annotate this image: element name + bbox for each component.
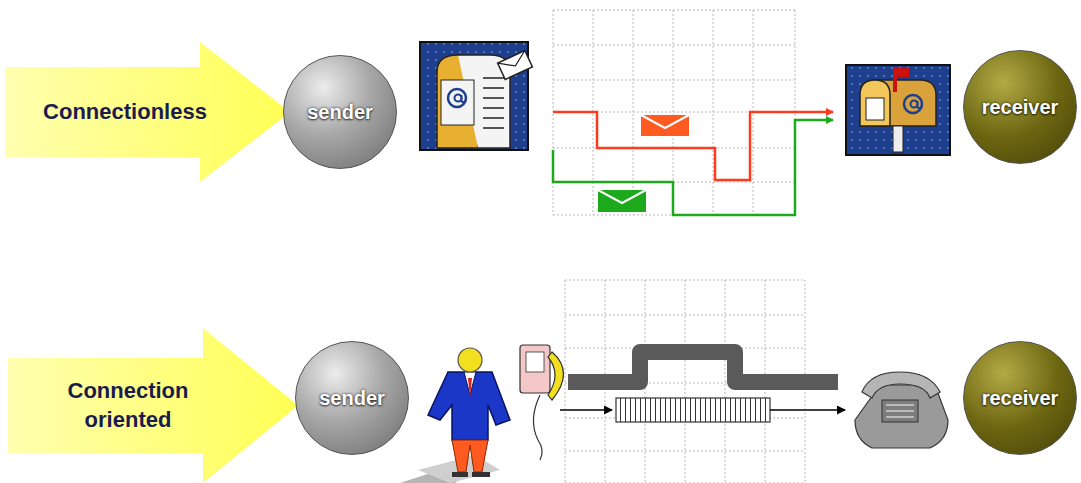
receiver-circle: receiver — [963, 341, 1077, 455]
packet-route — [553, 120, 833, 215]
circle-label: sender — [307, 101, 373, 124]
envelope-icon — [598, 190, 646, 212]
arrow-label-box: Connection oriented — [8, 358, 248, 453]
circle-label: sender — [319, 387, 385, 410]
packet-route — [553, 112, 833, 180]
stream-line — [770, 409, 845, 411]
arrow-label-box: Connectionless — [5, 67, 245, 157]
circuit-bar — [568, 352, 838, 382]
data-stream — [616, 398, 770, 422]
mailbox-icon — [420, 42, 532, 150]
telephone-icon — [520, 345, 564, 460]
telephone-icon — [855, 372, 948, 448]
block-arrow: Connection oriented — [8, 328, 298, 483]
circle-label: receiver — [982, 96, 1059, 119]
sender-circle: sender — [283, 55, 397, 169]
arrow-label: Connection oriented — [53, 377, 203, 434]
mailbox-icon — [846, 65, 950, 155]
sender-circle: sender — [295, 341, 409, 455]
arrow-shape — [8, 328, 298, 483]
block-arrow: Connectionless — [5, 42, 290, 182]
envelope-icon — [641, 115, 689, 136]
stream-line — [560, 409, 612, 411]
receiver-circle: receiver — [963, 50, 1077, 164]
circle-label: receiver — [982, 387, 1059, 410]
arrow-label: Connectionless — [43, 98, 207, 127]
person-figure — [400, 348, 510, 483]
